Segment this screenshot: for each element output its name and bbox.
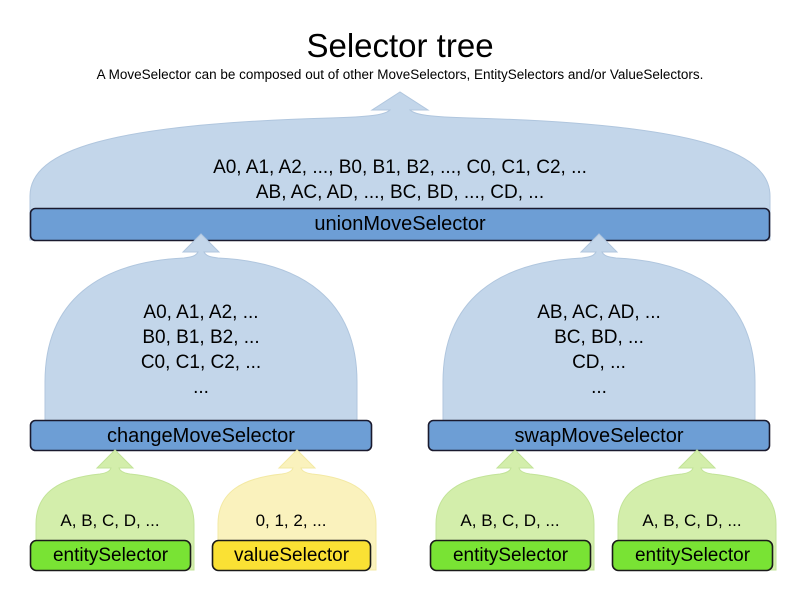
page-subtitle: A MoveSelector can be composed out of ot…: [96, 67, 704, 82]
page-title: Selector tree: [306, 27, 494, 64]
leaf-1-bar-shape: [29, 539, 192, 572]
leaf-3-bar-shape: [429, 539, 592, 572]
root-bar-shape: [29, 207, 771, 242]
leaf-4-label[interactable]: entitySelector: [634, 545, 751, 566]
leaf-1-text: A, B, C, D, ...: [60, 511, 160, 530]
leaf-4-text: A, B, C, D, ...: [642, 511, 742, 530]
root-bar-label[interactable]: unionMoveSelector: [314, 213, 486, 235]
leaf-4-bar-shape: [611, 539, 774, 572]
leaf-2-bar-shape: [211, 539, 372, 572]
change-bar-shape: [29, 419, 373, 452]
leaf-2-text: 0, 1, 2, ...: [255, 511, 327, 530]
leaf-3-text: A, B, C, D, ...: [460, 511, 560, 530]
leaf-2-label[interactable]: valueSelector: [233, 545, 350, 566]
leaf-3-label[interactable]: entitySelector: [452, 545, 569, 566]
swap-bar-label[interactable]: swapMoveSelector: [514, 425, 684, 447]
change-bar-label[interactable]: changeMoveSelector: [107, 425, 295, 447]
root-bubble-shape: [29, 91, 771, 241]
leaf-1-label[interactable]: entitySelector: [52, 545, 169, 566]
swap-bar-shape: [427, 419, 771, 452]
swap-bubble-text: AB, AC, AD, ... BC, BD, ... CD, ... ...: [537, 302, 661, 398]
root-bubble-text: A0, A1, A2, ..., B0, B1, B2, ..., C0, C1…: [213, 157, 587, 203]
swap-bubble-shape: [442, 233, 756, 451]
change-bubble-shape: [44, 233, 358, 451]
change-bubble-text: A0, A1, A2, ... B0, B1, B2, ... C0, C1, …: [140, 302, 262, 398]
